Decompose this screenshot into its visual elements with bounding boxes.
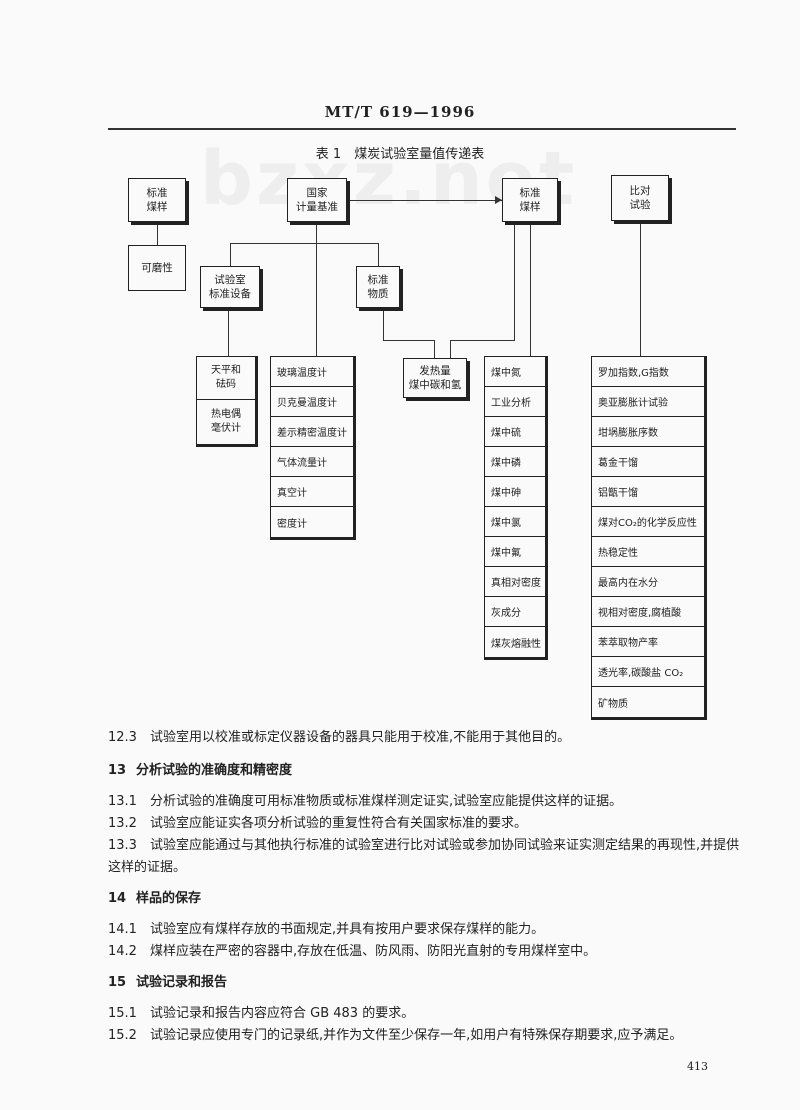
connector-line <box>157 222 158 245</box>
list-item: 透光率,碳酸盐 CO₂ <box>592 657 704 687</box>
comparison-items-column: 罗加指数,G指数 奥亚膨胀计试验 坩埚膨胀序数 葛金干馏 铝甑干馏 煤对CO₂的… <box>591 356 707 720</box>
list-item: 灰成分 <box>485 597 545 627</box>
connector-line <box>383 340 435 341</box>
connector-line <box>378 243 379 266</box>
balance-thermocouple-column: 天平和 砝码 热电偶 毫伏计 <box>196 356 258 447</box>
connector-line <box>316 222 317 356</box>
connector-line <box>450 340 515 341</box>
list-item: 真空计 <box>271 477 353 507</box>
list-item: 气体流量计 <box>271 447 353 477</box>
thermometer-column: 玻璃温度计 贝克曼温度计 差示精密温度计 气体流量计 真空计 密度计 <box>270 356 356 540</box>
connector-line <box>230 243 231 266</box>
list-item: 罗加指数,G指数 <box>592 357 704 387</box>
grindability-box: 可磨性 <box>128 245 186 291</box>
list-item: 差示精密温度计 <box>271 417 353 447</box>
lab-standard-equipment-box: 试验室 标准设备 <box>200 266 260 308</box>
standard-material-box: 标准 物质 <box>356 266 400 308</box>
list-item: 铝甑干馏 <box>592 477 704 507</box>
list-item: 密度计 <box>277 518 307 530</box>
list-item: 煤中砷 <box>485 477 545 507</box>
list-item: 贝克曼温度计 <box>271 387 353 417</box>
connector-line <box>230 243 378 244</box>
list-item: 煤对CO₂的化学反应性 <box>592 507 704 537</box>
list-item: 热电偶 毫伏计 <box>211 409 241 434</box>
connector-line <box>383 308 384 340</box>
list-item: 最高内在水分 <box>592 567 704 597</box>
list-item: 坩埚膨胀序数 <box>592 417 704 447</box>
arrowhead <box>495 196 502 204</box>
list-item: 奥亚膨胀计试验 <box>592 387 704 417</box>
standard-header: MT/T 619—1996 <box>324 103 476 121</box>
list-item: 苯萃取物产率 <box>592 627 704 657</box>
connector-line <box>228 308 229 356</box>
connector-line <box>640 221 641 356</box>
list-item: 煤中硫 <box>485 417 545 447</box>
connector-line <box>530 222 531 356</box>
comparison-test-box: 比对 试验 <box>611 175 669 221</box>
list-item: 煤中磷 <box>485 447 545 477</box>
header-rule <box>108 128 736 130</box>
standard-coal-sample-box-left: 标准 煤样 <box>128 178 186 222</box>
list-item: 煤中氟 <box>485 537 545 567</box>
national-standard-box: 国家 计量基准 <box>287 178 347 222</box>
connector-line <box>434 340 435 358</box>
connector-line <box>514 222 515 340</box>
list-item: 葛金干馏 <box>592 447 704 477</box>
list-item: 天平和 砝码 <box>197 357 255 400</box>
table-title: 表 1 煤炭试验室量值传递表 <box>315 147 485 162</box>
list-item: 视相对密度,腐植酸 <box>592 597 704 627</box>
list-item: 热稳定性 <box>592 537 704 567</box>
list-item: 煤中氮 <box>485 357 545 387</box>
list-item: 玻璃温度计 <box>271 357 353 387</box>
list-item: 工业分析 <box>485 387 545 417</box>
connector-line <box>347 200 502 201</box>
standard-coal-sample-box-right: 标准 煤样 <box>502 178 558 222</box>
connector-line <box>450 340 451 358</box>
coal-analysis-column: 煤中氮 工业分析 煤中硫 煤中磷 煤中砷 煤中氯 煤中氟 真相对密度 灰成分 煤… <box>484 356 548 660</box>
list-item: 矿物质 <box>598 698 628 710</box>
list-item: 煤灰熔融性 <box>491 638 541 650</box>
calorific-value-box: 发热量 煤中碳和氢 <box>403 358 467 398</box>
list-item: 真相对密度 <box>485 567 545 597</box>
list-item: 煤中氯 <box>485 507 545 537</box>
page-number: 413 <box>687 1060 708 1073</box>
